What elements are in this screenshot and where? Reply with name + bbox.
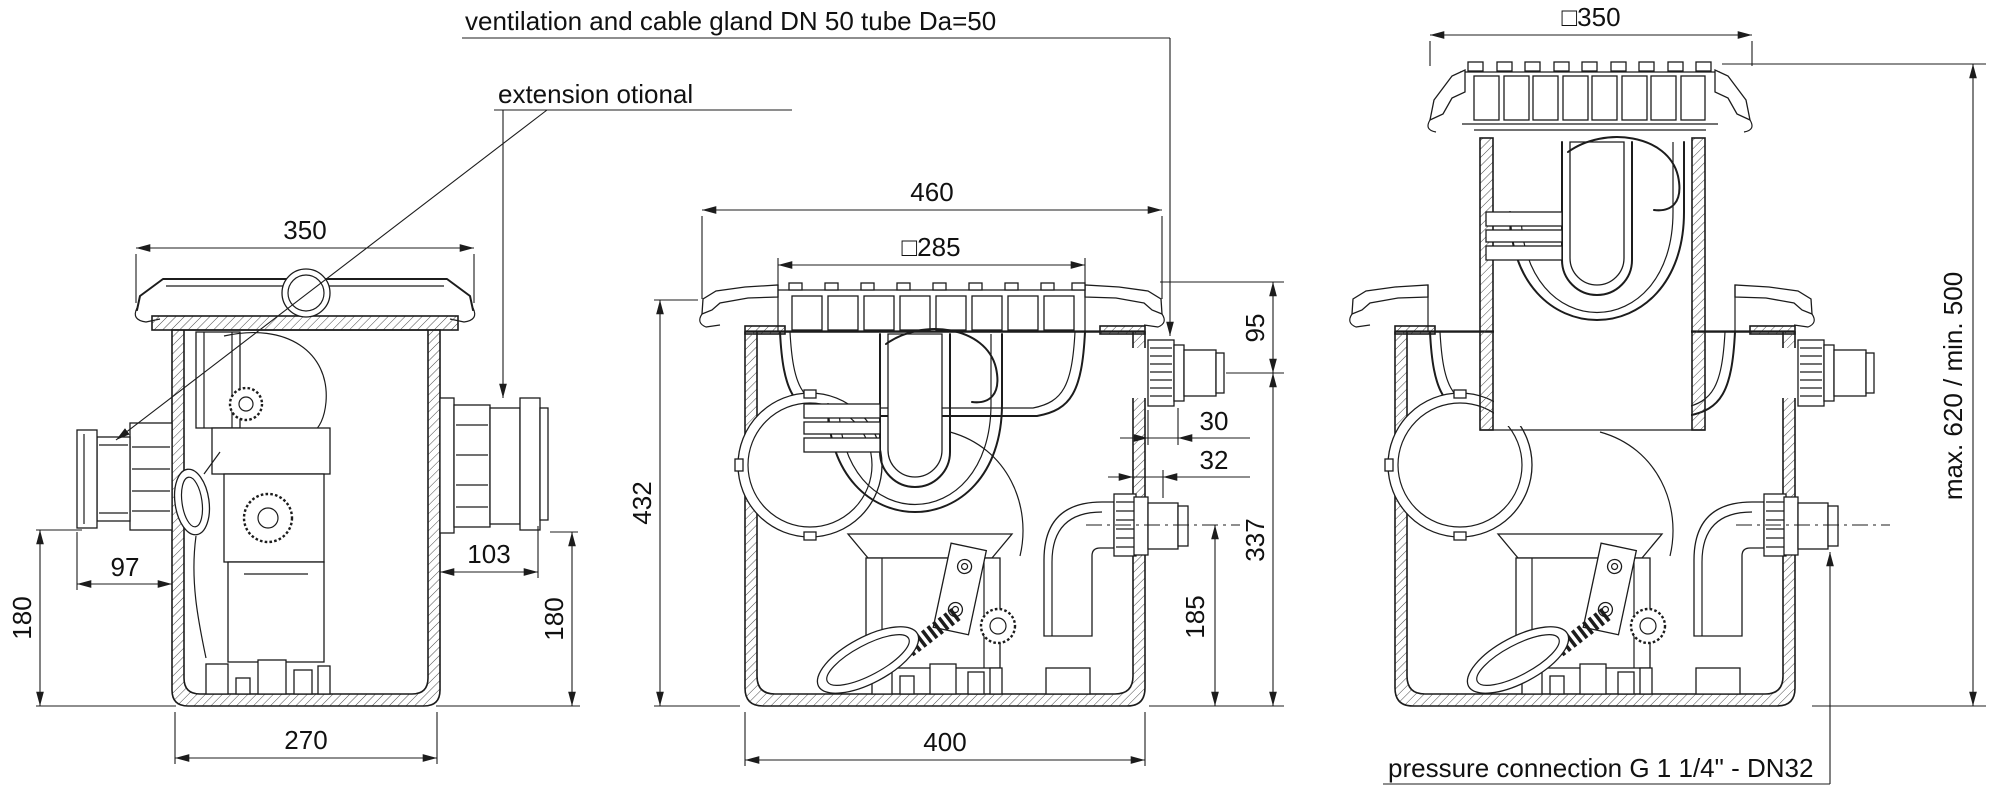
dim-left-outlet-depth: 103: [467, 539, 510, 569]
dim-right-installation-depth: max. 620 / min. 500: [1938, 272, 1968, 500]
extension-label: extension otional: [498, 79, 693, 109]
outlet-port-extension: [439, 397, 549, 534]
view-right-with-extension: □350 max. 620 / min. 500: [1350, 2, 1986, 707]
view-left-side-section: 350 97 103 180 180 270: [7, 215, 580, 764]
dim-left-bottom-width: 270: [284, 725, 327, 755]
dim-middle-vent-wall-offset: 30: [1200, 406, 1229, 436]
dim-middle-grate-square: □285: [901, 232, 960, 262]
dim-left-inlet-height: 180: [7, 596, 37, 639]
left-lid: [134, 268, 476, 331]
cable-gland-knob: [281, 268, 331, 318]
extension-cover: [1427, 61, 1753, 133]
view-middle-front-section: 460 □285 432 95 337 30 32 185 400: [627, 177, 1284, 766]
extension-barrel: [1479, 137, 1706, 431]
dim-middle-overall-width: 460: [910, 177, 953, 207]
extension-leader-inlet: [115, 109, 548, 441]
dim-middle-vent-top-offset: 95: [1240, 314, 1270, 343]
ventilation-label: ventilation and cable gland DN 50 tube D…: [465, 6, 996, 36]
annotation-extension: extension otional: [115, 79, 792, 441]
dim-middle-vent-to-floor: 337: [1240, 518, 1270, 561]
annotation-ventilation: ventilation and cable gland DN 50 tube D…: [462, 6, 1174, 336]
annotation-pressure: pressure connection G 1 1/4" - DN32: [1383, 552, 1834, 785]
left-dimensions: 350 97 103 180 180 270: [7, 215, 580, 764]
left-tank-walls: [171, 329, 441, 707]
left-interior-pump: [173, 331, 331, 695]
dim-middle-pressure-axis-height: 185: [1180, 595, 1210, 638]
dim-middle-tank-width: 400: [923, 727, 966, 757]
dim-right-cover-square: □350: [1561, 2, 1620, 32]
pressure-label: pressure connection G 1 1/4" - DN32: [1388, 753, 1813, 783]
dim-left-outlet-height: 180: [539, 597, 569, 640]
dim-left-top-width: 350: [283, 215, 326, 245]
middle-dimensions: 460 □285 432 95 337 30 32 185 400: [627, 177, 1284, 766]
dim-middle-overall-height: 432: [627, 481, 657, 524]
dim-middle-pressure-wall-offset: 32: [1200, 445, 1229, 475]
inlet-port: [76, 422, 173, 531]
right-dimensions: □350 max. 620 / min. 500: [1429, 2, 1986, 707]
dim-left-inlet-depth: 97: [111, 552, 140, 582]
